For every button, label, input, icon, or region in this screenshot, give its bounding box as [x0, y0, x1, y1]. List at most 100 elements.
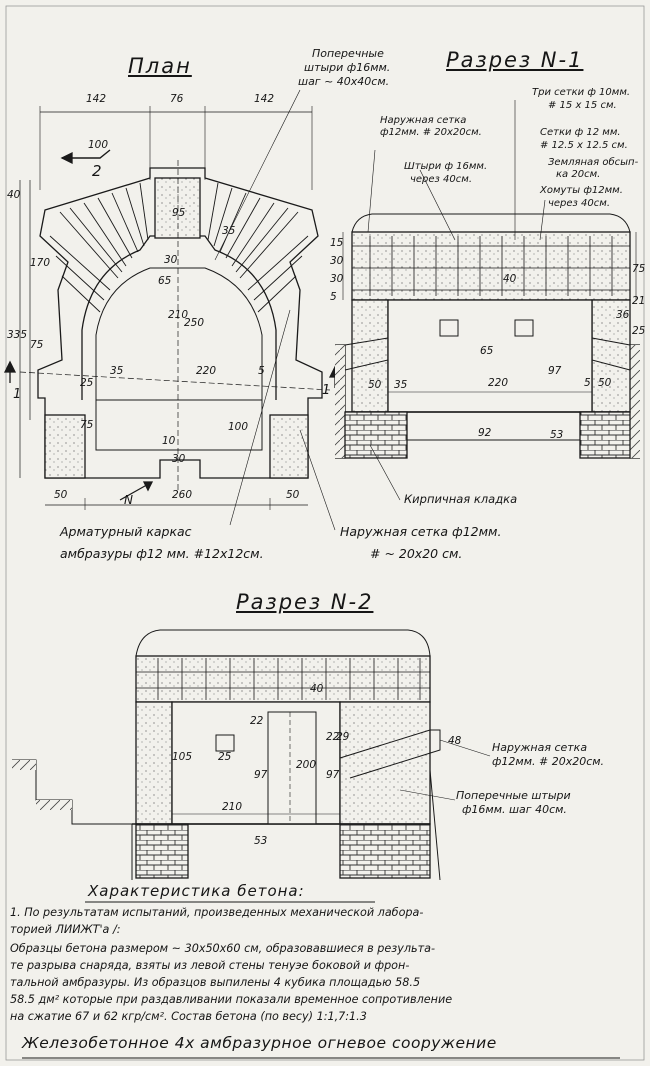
s2-window — [215, 734, 235, 752]
characteristic-line-1: 1. По результатам испытаний, произведенн… — [10, 906, 424, 919]
plan-title: План — [128, 54, 192, 78]
plan-dim-95: 95 — [172, 207, 186, 219]
section1-drawing — [335, 100, 640, 501]
s2-label-pins-1: Поперечные штыри — [456, 789, 571, 802]
s1-label-outer-mesh-1: Наружная сетка — [380, 115, 467, 126]
plan-top-dim-1: 142 — [86, 93, 107, 105]
s2-dim-40: 40 — [310, 683, 324, 695]
s1-left-wall — [351, 299, 389, 413]
s1-dim-30b: 30 — [330, 273, 344, 285]
s2-right-ground — [429, 769, 441, 881]
plan-top-dim-3: 142 — [254, 93, 275, 105]
plan-bottom-dim-1: 50 — [54, 489, 68, 501]
s1-label-meshes12-1: Сетки ф 12 мм. — [540, 127, 621, 138]
plan-label-armature-1: Арматурный каркас — [60, 524, 192, 539]
s1-brick-right — [579, 411, 631, 459]
s2-left-wall — [135, 701, 173, 825]
characteristic-title: Характеристика бетона: — [88, 882, 305, 900]
s1-dim-36: 36 — [616, 309, 630, 321]
s2-brick-left — [135, 823, 189, 879]
s2-roof-earth — [135, 629, 431, 657]
plan-dim-10: 10 — [162, 435, 176, 447]
plan-inner-room — [95, 399, 263, 451]
plan-section-2-arrow — [62, 149, 111, 159]
s1-label-brick: Кирпичная кладка — [404, 492, 518, 506]
s2-door — [267, 711, 317, 825]
s2-leader-pins — [399, 789, 456, 801]
plan-dim-220: 220 — [196, 365, 217, 377]
plan-dim-25: 25 — [80, 377, 94, 389]
plan-section-1-mark-left: 1 — [13, 387, 22, 402]
s1-dim-50: 50 — [368, 379, 382, 391]
s2-roof-rebars — [157, 658, 421, 700]
s2-dim-53: 53 — [254, 835, 268, 847]
s1-label-meshes12-2: # 12.5 х 12.5 см. — [540, 140, 628, 151]
s2-dim-97a: 97 — [254, 769, 268, 781]
s1-window-left — [439, 319, 459, 337]
plan-central-pier — [154, 177, 201, 239]
s1-roof-rebars — [369, 236, 613, 296]
plan-label-transverse-1: Поперечные — [312, 47, 384, 60]
plan-fan-ribs-left — [49, 182, 149, 313]
plan-fan-ribs-right — [207, 182, 309, 313]
s2-dim-48: 48 — [448, 735, 462, 747]
plan-dim-250: 250 — [184, 317, 205, 329]
characteristic-line-7: на сжатие 67 и 62 кгр/см². Состав бетона… — [10, 1010, 367, 1023]
plan-label-transverse-3: шаг ~ 40х40см. — [298, 75, 390, 88]
plan-dim-100-inner: 100 — [228, 421, 249, 433]
plan-inner-arch-2 — [95, 267, 263, 400]
plan-dim-210: 210 — [168, 309, 189, 321]
plan-dim-40: 40 — [7, 189, 21, 201]
s2-dim-210: 210 — [222, 801, 243, 813]
s2-label-mesh-1: Наружная сетка — [492, 741, 588, 754]
characteristic-line-2: торией ЛИИЖТ'а /: — [10, 923, 121, 936]
plan-dim-35: 35 — [222, 225, 236, 237]
s1-label-three-2: # 15 х 15 см. — [548, 100, 617, 111]
plan-dim-30: 30 — [164, 254, 178, 266]
plan-dim-335: 335 — [7, 329, 28, 341]
plan-label-armature-2: амбразуры ф12 мм. #12х12см. — [60, 546, 264, 561]
plan-label-transverse-2: штыри ф16мм. — [304, 61, 391, 74]
s1-dim-92: 92 — [478, 427, 492, 439]
s1-dim-30a: 30 — [330, 255, 344, 267]
s2-dim-105: 105 — [172, 751, 193, 763]
plan-section-1-mark-right: 1 — [322, 383, 331, 398]
plan-dim-30-bottom: 30 — [172, 453, 186, 465]
plan-right-block — [269, 414, 309, 479]
s2-brick-right — [339, 823, 431, 879]
s1-label-three-1: Три сетки ф 10мм. — [532, 87, 631, 98]
section2-drawing — [12, 629, 491, 881]
plan-left-block — [44, 414, 86, 479]
plan-dim-5: 5 — [258, 365, 265, 377]
sheet-border — [5, 5, 645, 1061]
north-arrow-head — [142, 481, 154, 492]
plan-dim-65: 65 — [158, 275, 172, 287]
s1-right-embrasure — [591, 337, 631, 371]
s1-dim-75: 75 — [632, 263, 646, 275]
s1-soil-right — [630, 345, 640, 458]
characteristic-line-3: Образцы бетона размером ~ 30х50х60 см, о… — [10, 942, 436, 955]
s2-label-mesh-2: ф12мм. # 20х20см. — [492, 755, 605, 768]
s2-roof-slab — [135, 655, 431, 703]
s1-label-earth-2: ка 20см. — [556, 169, 601, 180]
plan-dim-35-inner: 35 — [110, 365, 124, 377]
s1-dim-40: 40 — [503, 273, 517, 285]
plan-drawing — [3, 89, 342, 531]
plan-section-2-arrowhead — [60, 151, 73, 165]
plan-label-outer-mesh-2: # ~ 20х20 см. — [370, 546, 463, 561]
section2-title: Разрез N-2 — [236, 590, 374, 614]
plan-top-dim-2: 76 — [170, 93, 184, 105]
s1-dim-25: 25 — [632, 325, 646, 337]
leader-armature — [229, 309, 291, 526]
s2-dim-22b: 22 — [326, 731, 340, 743]
plan-section-2-mark: 2 — [92, 162, 102, 180]
characteristic-line-5: тальной амбразуры. Из образцов выпилены … — [10, 976, 421, 989]
s1-dim-21: 21 — [632, 295, 646, 307]
plan-label-outer-mesh-1: Наружная сетка ф12мм. — [340, 524, 502, 539]
s1-soil-left — [335, 345, 345, 458]
s1-leader-outer-mesh — [367, 149, 376, 233]
footer-title: Железобетонное 4х амбразурное огневое со… — [22, 1034, 497, 1052]
s2-right-embrasure — [339, 729, 441, 779]
s1-dim-50-right: 50 — [598, 377, 612, 389]
